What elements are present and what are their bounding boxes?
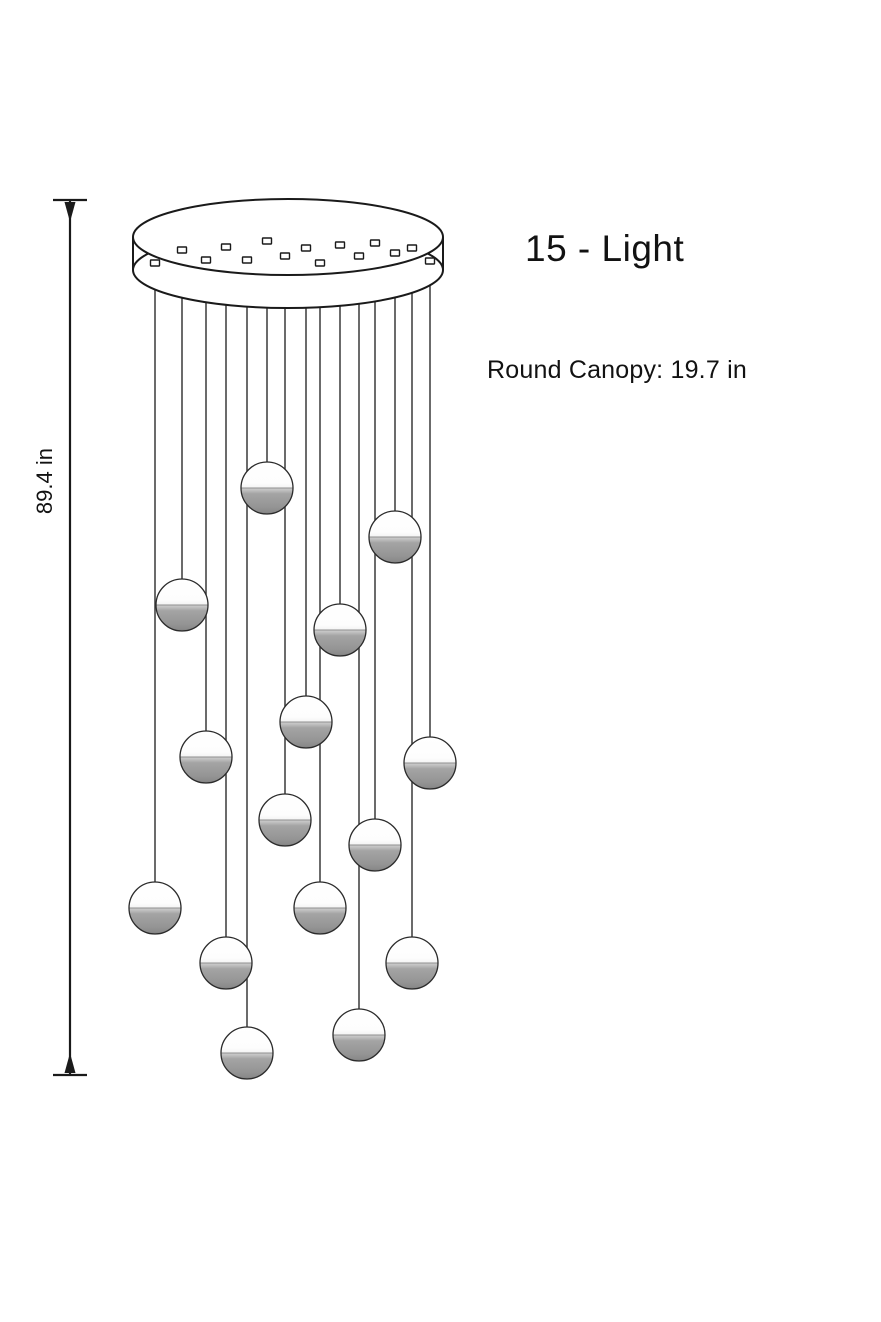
cord-clip <box>424 257 436 265</box>
globe-outline <box>385 936 439 990</box>
globe-outline <box>199 936 253 990</box>
globe-lower-hemisphere <box>314 630 366 656</box>
globe-upper-hemisphere <box>314 604 366 630</box>
globe-lower-hemisphere <box>294 908 346 934</box>
globe-upper-hemisphere <box>241 462 293 488</box>
globe-pendant <box>403 736 457 790</box>
cord-clip <box>261 237 273 245</box>
dimension-arrow-bottom <box>64 1053 76 1073</box>
globe-pendant <box>155 578 209 632</box>
cord-clip <box>314 259 326 267</box>
globe-pendant <box>293 881 347 935</box>
height-dimension <box>53 198 87 1077</box>
globe-lower-hemisphere <box>369 537 421 563</box>
globe-pendant <box>385 936 439 990</box>
globe-outline <box>220 1026 274 1080</box>
globe-outline <box>179 730 233 784</box>
page-title: 15 - Light <box>525 228 685 269</box>
globe-upper-hemisphere <box>369 511 421 537</box>
globe-lower-hemisphere <box>156 605 208 631</box>
globe-upper-hemisphere <box>294 882 346 908</box>
globe-upper-hemisphere <box>129 882 181 908</box>
height-dimension-label: 89.4 in <box>32 448 57 515</box>
globe-upper-hemisphere <box>404 737 456 763</box>
globe-lower-hemisphere <box>180 757 232 783</box>
cord-clip <box>279 252 291 260</box>
cord-clip <box>369 239 381 247</box>
globe-upper-hemisphere <box>259 794 311 820</box>
globe-pendant <box>128 881 182 935</box>
globe-lower-hemisphere <box>221 1053 273 1079</box>
globe-upper-hemisphere <box>221 1027 273 1053</box>
globe-outline <box>155 578 209 632</box>
cord-clip <box>334 241 346 249</box>
cord-clip <box>241 256 253 264</box>
globe-outline <box>240 461 294 515</box>
cord-clip <box>200 256 212 264</box>
cord-clip <box>300 244 312 252</box>
globe-pendant <box>279 695 333 749</box>
globe-lower-hemisphere <box>386 963 438 989</box>
cord-clip <box>406 244 418 252</box>
globe-lower-hemisphere <box>129 908 181 934</box>
cord-clip <box>389 249 401 257</box>
globe-pendant <box>258 793 312 847</box>
canopy <box>132 198 444 309</box>
globe-upper-hemisphere <box>280 696 332 722</box>
globe-outline <box>258 793 312 847</box>
globe-lower-hemisphere <box>241 488 293 514</box>
globe-pendant <box>220 1026 274 1080</box>
globe-pendant <box>368 510 422 564</box>
globe-outline <box>128 881 182 935</box>
globe-outline <box>313 603 367 657</box>
globe-upper-hemisphere <box>156 579 208 605</box>
globe-outline <box>403 736 457 790</box>
height-dimension-label-wrap: 89.4 in <box>32 448 62 568</box>
globe-lower-hemisphere <box>200 963 252 989</box>
globe-outline <box>332 1008 386 1062</box>
globe-upper-hemisphere <box>333 1009 385 1035</box>
canopy-spec-label: Round Canopy: 19.7 in <box>487 356 747 384</box>
canopy-top-rim <box>132 198 444 276</box>
globe-upper-hemisphere <box>200 937 252 963</box>
globes-group <box>128 461 457 1080</box>
dimension-arrow-top <box>64 202 76 222</box>
globe-lower-hemisphere <box>280 722 332 748</box>
globe-pendant <box>313 603 367 657</box>
globe-pendant <box>348 818 402 872</box>
globe-lower-hemisphere <box>404 763 456 789</box>
cords-group <box>154 243 431 1029</box>
globe-lower-hemisphere <box>349 845 401 871</box>
globe-lower-hemisphere <box>259 820 311 846</box>
cord-clip <box>353 252 365 260</box>
globe-pendant <box>179 730 233 784</box>
cord-clip <box>149 259 161 267</box>
globe-lower-hemisphere <box>333 1035 385 1061</box>
globe-outline <box>368 510 422 564</box>
globe-outline <box>348 818 402 872</box>
cord-clips-group <box>149 237 436 267</box>
globe-outline <box>293 881 347 935</box>
globe-upper-hemisphere <box>180 731 232 757</box>
globe-outline <box>279 695 333 749</box>
globe-pendant <box>199 936 253 990</box>
cord-clip <box>220 243 232 251</box>
globe-upper-hemisphere <box>349 819 401 845</box>
cord-clip <box>176 246 188 254</box>
globe-pendant <box>332 1008 386 1062</box>
globe-pendant <box>240 461 294 515</box>
globe-upper-hemisphere <box>386 937 438 963</box>
